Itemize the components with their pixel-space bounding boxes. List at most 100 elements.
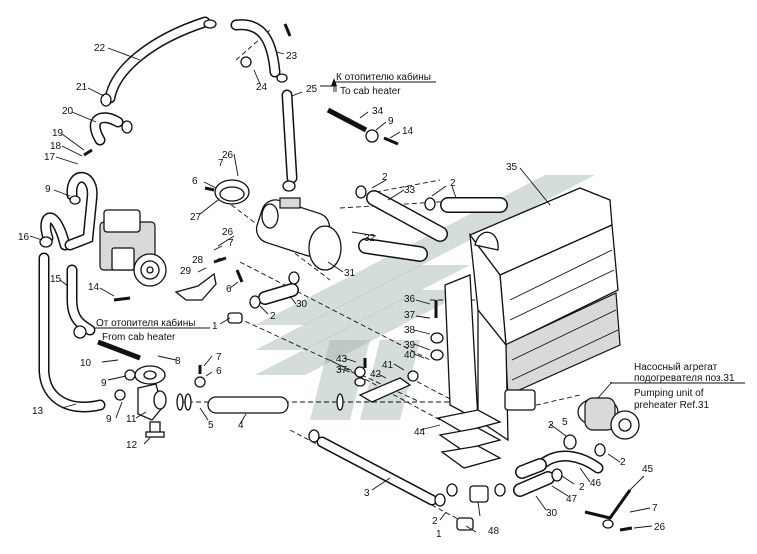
- radiator-35: [444, 187, 621, 442]
- callout-35: 35: [506, 162, 518, 173]
- callout-31: 31: [344, 268, 356, 279]
- callout-25: 25: [306, 84, 318, 95]
- callout-2: 2: [450, 178, 456, 189]
- callout-9: 9: [388, 116, 394, 127]
- callout-4: 4: [238, 420, 244, 431]
- callout-39: 39: [404, 340, 416, 351]
- clamps-small: [39, 19, 614, 529]
- callout-6: 6: [216, 366, 222, 377]
- callout-15: 15: [50, 274, 62, 285]
- leader-lines: [29, 47, 653, 533]
- callout-6: 6: [226, 284, 232, 295]
- callout-3: 3: [364, 488, 370, 499]
- callout-30: 30: [296, 299, 308, 310]
- callout-37: 37: [404, 310, 416, 321]
- callout-43: 43: [336, 354, 348, 365]
- callout-27: 27: [190, 212, 202, 223]
- hose-30: [258, 283, 299, 305]
- hose-22: [104, 16, 211, 104]
- callout-21: 21: [76, 82, 88, 93]
- fitting-11: [137, 383, 167, 421]
- callout-26: 26: [654, 522, 666, 533]
- callout-5: 5: [562, 417, 568, 428]
- callout-9: 9: [45, 184, 51, 195]
- callout-labels: 1 1 2 2 2 2 2 2 2 7 3 4 5 5 6 6 6 7 7 7 …: [18, 43, 666, 540]
- tube-18: [64, 171, 98, 251]
- callout-30: 30: [546, 508, 558, 519]
- callout-2: 2: [620, 457, 626, 468]
- callout-14: 14: [402, 126, 414, 137]
- hose-4: [207, 396, 289, 414]
- hose-23-elbow: [230, 19, 281, 78]
- hose-15: [66, 264, 96, 336]
- callout-9: 9: [106, 414, 112, 425]
- callout-7: 7: [228, 238, 234, 249]
- callout-2: 2: [548, 420, 554, 431]
- callout-17: 17: [44, 152, 56, 163]
- callout-29: 29: [180, 266, 192, 277]
- callout-28: 28: [192, 255, 204, 266]
- callout-6: 6: [192, 176, 198, 187]
- hose-33: [366, 190, 448, 242]
- callout-33: 33: [404, 185, 416, 196]
- filter-31: [255, 197, 342, 271]
- callout-11: 11: [126, 414, 137, 425]
- tube-16: [40, 212, 71, 251]
- bracket-29: [174, 272, 217, 301]
- callout-48: 48: [488, 526, 500, 537]
- callout-2: 2: [432, 516, 438, 527]
- clamp-27: [214, 179, 250, 205]
- callout-16: 16: [18, 232, 30, 243]
- callout-38: 38: [404, 325, 416, 336]
- hose-13: [38, 252, 106, 413]
- callout-7: 7: [218, 158, 224, 169]
- hose-3: [316, 436, 438, 506]
- compressor-pump: [99, 209, 167, 287]
- hose-30-bottom: [513, 471, 555, 497]
- callout-8: 8: [175, 356, 181, 367]
- callout-1: 1: [212, 321, 218, 332]
- callout-41: 41: [382, 360, 394, 371]
- callout-14: 14: [88, 282, 100, 293]
- callout-19: 19: [52, 128, 64, 139]
- callout-34: 34: [372, 106, 384, 117]
- pipe-10: [97, 339, 141, 361]
- hose-46: [539, 450, 604, 474]
- callout-40: 40: [404, 350, 416, 361]
- callout-32: 32: [364, 233, 376, 244]
- callout-44: 44: [414, 427, 426, 438]
- callout-13: 13: [32, 406, 44, 417]
- drain-cock-12: [145, 421, 165, 438]
- elbow-1-left: [227, 312, 243, 324]
- bracket-42: [358, 377, 412, 403]
- caption-from-cab-ru: От отопителя кабины: [96, 317, 195, 329]
- elbow-20: [89, 112, 124, 146]
- hose-32: [358, 238, 428, 262]
- callout-18: 18: [50, 141, 62, 152]
- caption-decor: [94, 78, 745, 384]
- caption-pump-en-2: preheater Ref.31: [634, 400, 709, 411]
- callout-42: 42: [370, 369, 382, 380]
- caption-pump-ru-2: подогревателя поз.31: [634, 373, 735, 384]
- callout-26: 26: [222, 227, 234, 238]
- tube-34: [326, 107, 368, 133]
- callout-12: 12: [126, 440, 138, 451]
- tube-45: [584, 489, 632, 520]
- caption-pump-ru-1: Насосный агрегат: [634, 362, 718, 373]
- mounting-plate-44: [436, 409, 502, 469]
- callout-24: 24: [256, 82, 268, 93]
- hose-47: [515, 458, 547, 479]
- caption-to-cab-en: To cab heater: [340, 86, 401, 97]
- callout-7: 7: [216, 352, 222, 363]
- hose-25: [281, 89, 298, 184]
- callout-2: 2: [382, 172, 388, 183]
- elbow-48: [469, 485, 489, 503]
- callout-9: 9: [101, 378, 107, 389]
- bolts: [83, 23, 633, 532]
- caption-pump-en-1: Pumping unit of: [634, 388, 704, 399]
- callout-2: 2: [579, 482, 585, 493]
- preheater-pump-unit: [577, 397, 640, 440]
- callout-10: 10: [80, 358, 92, 369]
- callout-26: 26: [222, 150, 234, 161]
